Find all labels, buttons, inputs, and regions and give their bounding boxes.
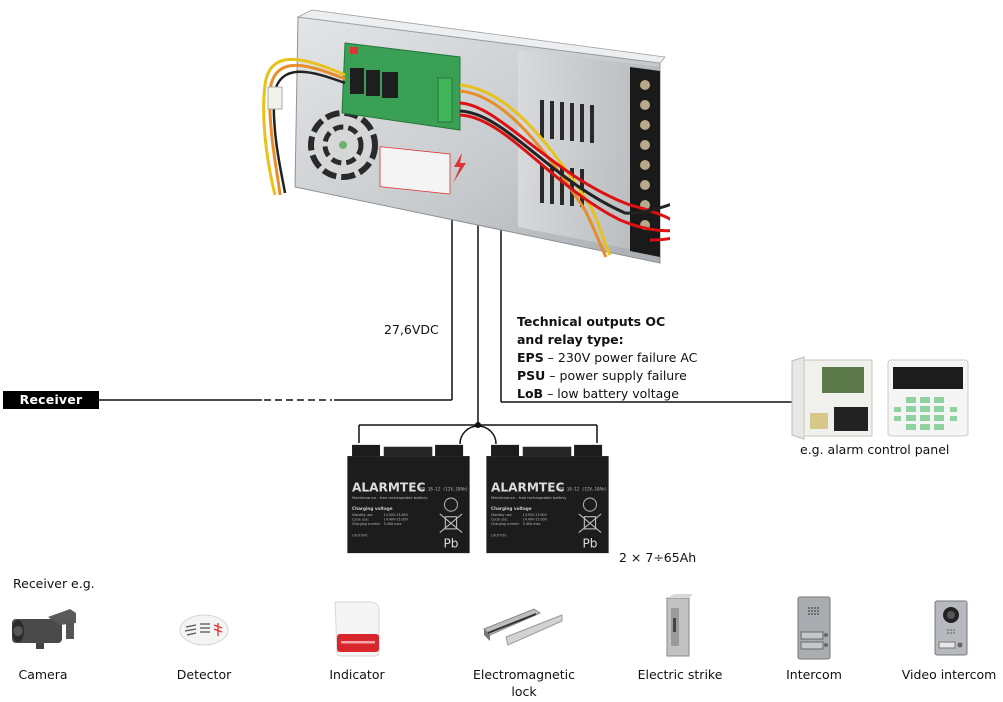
battery-body — [486, 456, 609, 554]
battery-1: ALARMTEC BP 18-12 (12V,18Ah) Maintenance… — [347, 444, 470, 554]
crossed-bin-icon — [578, 513, 602, 534]
battery-standby: Standby use: — [352, 513, 373, 517]
battery-current: Charging current: — [352, 522, 381, 526]
battery-standby-value: 13.50V-13.80V — [384, 513, 409, 517]
output-item-psu: PSU – power supply failure — [517, 368, 687, 383]
technical-outputs-legend: Technical outputs OC and relay type: EPS… — [517, 313, 697, 403]
receiver-label-detector: Detector — [176, 667, 232, 682]
relays — [350, 68, 398, 98]
psu-case-top — [296, 9, 666, 64]
battery-cycle: Cycle use: — [491, 517, 508, 521]
recycle-icon — [443, 497, 459, 512]
panel-transformer — [810, 413, 828, 429]
battery-capacity-label: 2 × 7÷65Ah — [619, 550, 697, 565]
battery-current: Charging current: — [491, 522, 520, 526]
battery-current-value: 5.40A max. — [384, 522, 403, 526]
battery-current-value: 5.40A max. — [523, 522, 542, 526]
screw-terminal — [437, 77, 453, 123]
detector-icon — [179, 614, 229, 646]
output-item-eps: EPS – 230V power failure AC — [517, 350, 698, 365]
battery-cycle: Cycle use: — [352, 517, 369, 521]
receiver-label-electromagnetic-lock: Electromagnetic lock — [449, 666, 599, 700]
battery-model: BP 18-12 (12V,18Ah) — [559, 487, 607, 492]
battery-terminal-right — [574, 444, 603, 457]
battery-cycle-value: 14.40V-15.00V — [523, 517, 548, 521]
yellow-wire — [262, 57, 346, 196]
battery-subtitle: Maintenance - free rechargeable battery — [352, 496, 428, 500]
fan-grille — [308, 110, 378, 180]
warning-label — [379, 146, 451, 195]
led-indicator — [350, 47, 358, 54]
battery-standby-value: 13.50V-13.80V — [523, 513, 548, 517]
output-wire-red2 — [459, 113, 670, 233]
recycle-icon — [582, 497, 598, 512]
battery-brand: ALARMTEC — [491, 481, 564, 495]
panel-enclosure-door — [791, 356, 805, 440]
camera-icon — [12, 609, 76, 649]
battery-subtitle: Maintenance - free rechargeable battery — [491, 496, 567, 500]
battery-terminal-left — [352, 444, 381, 457]
electric-strike-icon — [666, 594, 693, 657]
panel-mainboard — [822, 367, 864, 393]
alarm-panel-label: e.g. alarm control panel — [800, 442, 950, 457]
outputs-heading-line1: Technical outputs OC — [517, 314, 666, 329]
crossed-bin-icon — [439, 513, 463, 534]
receivers-heading: Receiver e.g. — [13, 576, 95, 591]
receiver-label-video-intercom: Video intercom — [901, 667, 997, 682]
power-supply-unit — [262, 9, 670, 264]
battery-cycle-value: 14.40V-15.00V — [384, 517, 409, 521]
output-item-lob: LoB – low battery voltage — [517, 386, 679, 401]
battery-brand: ALARMTEC — [352, 481, 425, 495]
keypad-buttons — [894, 397, 957, 430]
battery-terminal-left — [491, 444, 520, 457]
video-intercom-icon — [934, 600, 968, 656]
receiver-tag: Receiver — [3, 391, 99, 409]
voltage-label: 27,6VDC — [384, 322, 439, 337]
receiver-label-camera: Camera — [18, 667, 68, 682]
battery-body — [347, 456, 470, 554]
battery-chemistry: Pb — [583, 537, 598, 551]
battery-caution: CAUTION: — [491, 533, 507, 537]
battery-lid — [383, 446, 433, 457]
battery-lid — [522, 446, 572, 457]
high-voltage-icon — [453, 153, 466, 183]
battery-charging-title: Charging voltage — [491, 506, 532, 511]
battery-model: BP 18-12 (12V,18Ah) — [420, 487, 468, 492]
panel-battery — [834, 407, 868, 431]
connector-plug — [267, 86, 283, 110]
siren-icon — [334, 601, 380, 657]
outputs-heading-line2: and relay type: — [517, 332, 624, 347]
intercom-icon — [797, 596, 831, 660]
battery-standby: Standby use: — [491, 513, 512, 517]
alarm-control-panel-image — [791, 356, 969, 440]
receiver-label-indicator: Indicator — [329, 667, 385, 682]
keypad-display — [893, 367, 963, 389]
battery-charging-title: Charging voltage — [352, 506, 393, 511]
receiver-label-electric-strike: Electric strike — [637, 667, 723, 682]
output-wire-red — [459, 101, 670, 242]
battery-series-link — [459, 425, 497, 445]
maglock-label-line1: Electromagnetic — [473, 667, 575, 682]
battery-2: ALARMTEC BP 18-12 (12V,18Ah) Maintenance… — [486, 444, 609, 554]
battery-caution: CAUTION: — [352, 533, 368, 537]
maglock-icon — [483, 608, 563, 646]
output-wire-black — [459, 109, 670, 215]
output-wire-yellow — [459, 83, 612, 256]
receiver-label-intercom: Intercom — [786, 667, 842, 682]
relay-module-pcb — [341, 42, 461, 131]
battery-chemistry: Pb — [444, 537, 459, 551]
maglock-label-line2: lock — [511, 684, 537, 699]
battery-terminal-right — [435, 444, 464, 457]
